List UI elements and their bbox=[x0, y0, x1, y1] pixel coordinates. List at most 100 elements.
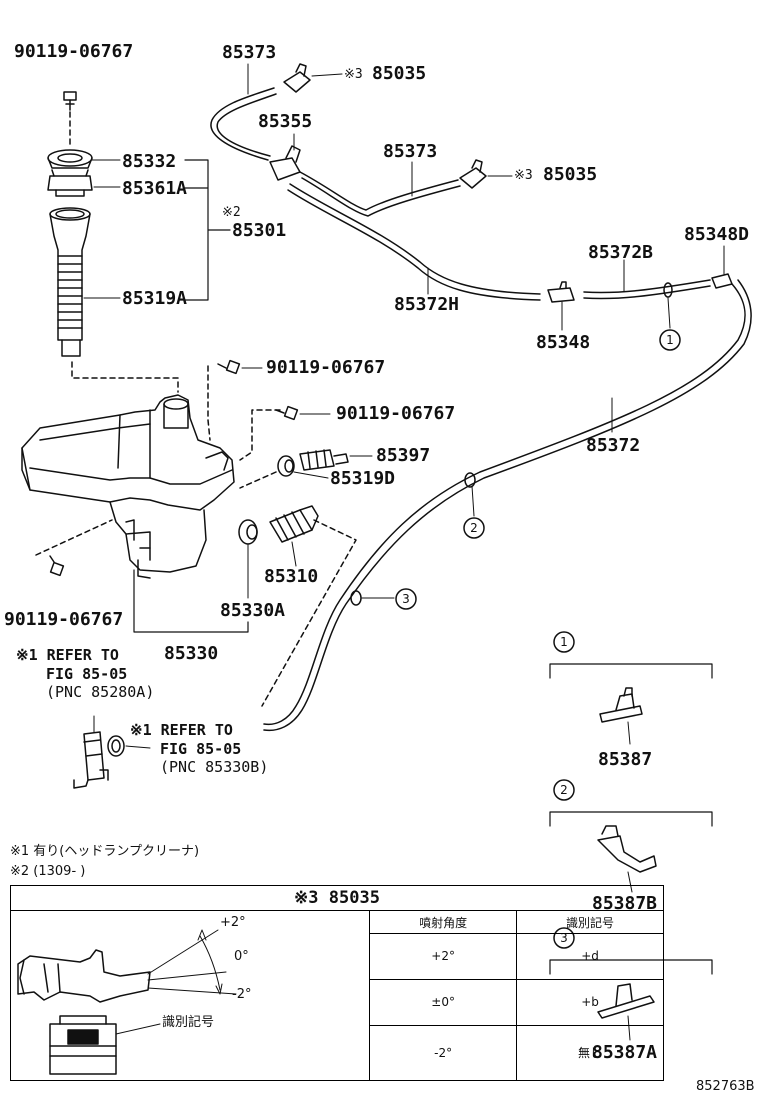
label-85301: 85301 bbox=[232, 220, 287, 241]
level-sensor-85397 bbox=[299, 449, 373, 471]
callout-number-3: 3 bbox=[402, 592, 410, 606]
detail-circle-1 bbox=[553, 631, 575, 653]
label-85330: 85330 bbox=[164, 643, 219, 664]
angle-cell: ±0° bbox=[369, 978, 518, 1026]
grommet-85330a bbox=[238, 519, 258, 599]
nozzle-85035-lower bbox=[459, 159, 513, 189]
joint-85348 bbox=[547, 281, 575, 331]
washer-pump-85310 bbox=[269, 505, 319, 567]
clip-85387b bbox=[597, 825, 657, 893]
label-85319d: 85319D bbox=[330, 468, 396, 489]
ref-2-line-1: ※1 REFER TO bbox=[130, 721, 233, 739]
label-85330a: 85330A bbox=[220, 600, 286, 621]
label-85373-upper: 85373 bbox=[222, 42, 277, 63]
label-85348d: 85348D bbox=[684, 224, 750, 245]
washer-tank-85330 bbox=[21, 394, 235, 579]
clip-85387 bbox=[599, 687, 643, 745]
nozzle-angle-table: ※3 85035 噴射角度 識別記号 +2° +d ±0° +b -2° 無し bbox=[9, 885, 664, 1082]
filler-clip-85361a bbox=[47, 169, 93, 197]
tank-bolt-mid bbox=[275, 405, 331, 421]
label-85397: 85397 bbox=[376, 445, 431, 466]
grommet-85319d bbox=[277, 455, 329, 479]
dash-bolt-mid bbox=[239, 409, 281, 461]
mark-note-2: ※2 bbox=[222, 205, 241, 220]
label-85387: 85387 bbox=[598, 749, 653, 770]
label-85332: 85332 bbox=[122, 151, 177, 172]
note-2: ※2 (1309- ) bbox=[10, 864, 86, 879]
label-85373-lower: 85373 bbox=[383, 141, 438, 162]
bracket-85330 bbox=[133, 569, 249, 633]
note-1: ※1 有り(ヘッドランプクリーナ) bbox=[10, 844, 200, 859]
ref-2-line-3: (PNC 85330B) bbox=[160, 758, 269, 776]
column-header-code: 識別記号 bbox=[516, 910, 664, 934]
label-85372h: 85372H bbox=[394, 294, 460, 315]
callout-circle-1 bbox=[659, 329, 681, 351]
filler-hose-85319a bbox=[49, 207, 91, 357]
hose-85373-lower bbox=[299, 161, 461, 217]
label-90119-06767-upper-bolt: 90119-06767 bbox=[266, 357, 386, 378]
callout-number-1: 1 bbox=[666, 333, 674, 347]
mark-note-3b: ※3 bbox=[514, 168, 533, 183]
callout-circle-3 bbox=[395, 588, 417, 610]
label-85355: 85355 bbox=[258, 111, 313, 132]
code-cell: +d bbox=[516, 933, 664, 980]
code-cell: 無し bbox=[516, 1024, 664, 1082]
detail-number-1: 1 bbox=[560, 635, 568, 649]
table-row: -2° 無し bbox=[11, 1024, 664, 1082]
callout-circle-2 bbox=[463, 517, 485, 539]
label-90119-06767-lower-bolt: 90119-06767 bbox=[4, 609, 124, 630]
detail-frame-2 bbox=[549, 811, 713, 827]
joint-85348d bbox=[711, 245, 733, 289]
detail-circle-2 bbox=[553, 779, 575, 801]
nozzle-85035-upper bbox=[283, 63, 343, 93]
dash-neck-to-tank bbox=[71, 361, 179, 393]
column-header-angle: 噴射角度 bbox=[369, 910, 518, 934]
ref-1-line-3: (PNC 85280A) bbox=[46, 683, 155, 701]
label-85035-lower: 85035 bbox=[543, 164, 598, 185]
detail-frame-1 bbox=[549, 663, 713, 679]
dash-sensor bbox=[239, 471, 277, 489]
table-row: +2° +d bbox=[11, 933, 664, 980]
label-85361a: 85361A bbox=[122, 178, 188, 199]
dash-bolt-lower bbox=[35, 519, 113, 556]
angle-cell: +2° bbox=[369, 933, 518, 980]
callout-number-2: 2 bbox=[470, 521, 478, 535]
figure-label-minus: -2° bbox=[232, 987, 252, 1002]
headlamp-cleaner-pump bbox=[73, 715, 151, 789]
tank-bolt-lower bbox=[49, 555, 65, 577]
code-cell: +b bbox=[516, 978, 664, 1026]
label-85319a: 85319A bbox=[122, 288, 188, 309]
ref-1-line-1: ※1 REFER TO bbox=[16, 646, 119, 664]
label-90119-06767-top: 90119-06767 bbox=[14, 41, 134, 62]
hose-85372 bbox=[263, 279, 752, 732]
dash-bolt-upper bbox=[207, 365, 211, 441]
hose-85373-upper bbox=[210, 63, 277, 161]
table-title: ※3 85035 bbox=[10, 885, 664, 911]
label-85310: 85310 bbox=[264, 566, 319, 587]
table-row: ±0° +b bbox=[11, 978, 664, 1026]
bracket-85301 bbox=[184, 159, 231, 301]
detail-number-2: 2 bbox=[560, 783, 568, 797]
label-85372: 85372 bbox=[586, 435, 641, 456]
ref-1-line-2: FIG 85-05 bbox=[46, 665, 128, 683]
hose-85372b bbox=[583, 259, 711, 329]
tank-bolt-upper bbox=[217, 359, 263, 375]
filler-cap-85332 bbox=[47, 149, 93, 169]
filler-bolt bbox=[63, 91, 77, 111]
joint-85355 bbox=[269, 133, 301, 181]
hose-85372h bbox=[287, 183, 541, 301]
dash-pump-to-hlc bbox=[261, 519, 357, 707]
label-90119-06767-mid-bolt: 90119-06767 bbox=[336, 403, 456, 424]
angle-cell: -2° bbox=[369, 1024, 518, 1082]
ref-2-line-2: FIG 85-05 bbox=[160, 740, 242, 758]
figure-label-plus: +2° bbox=[220, 915, 246, 930]
table-figure-cell bbox=[9, 910, 371, 1081]
diagram-code: 852763B bbox=[696, 1079, 755, 1094]
mark-note-3a: ※3 bbox=[344, 67, 363, 82]
figure-label-zero: 0° bbox=[234, 949, 249, 964]
label-85372b: 85372B bbox=[588, 242, 654, 263]
figure-label-mark: 識別記号 bbox=[162, 1015, 215, 1030]
label-85035-upper: 85035 bbox=[372, 63, 427, 84]
label-85348: 85348 bbox=[536, 332, 591, 353]
